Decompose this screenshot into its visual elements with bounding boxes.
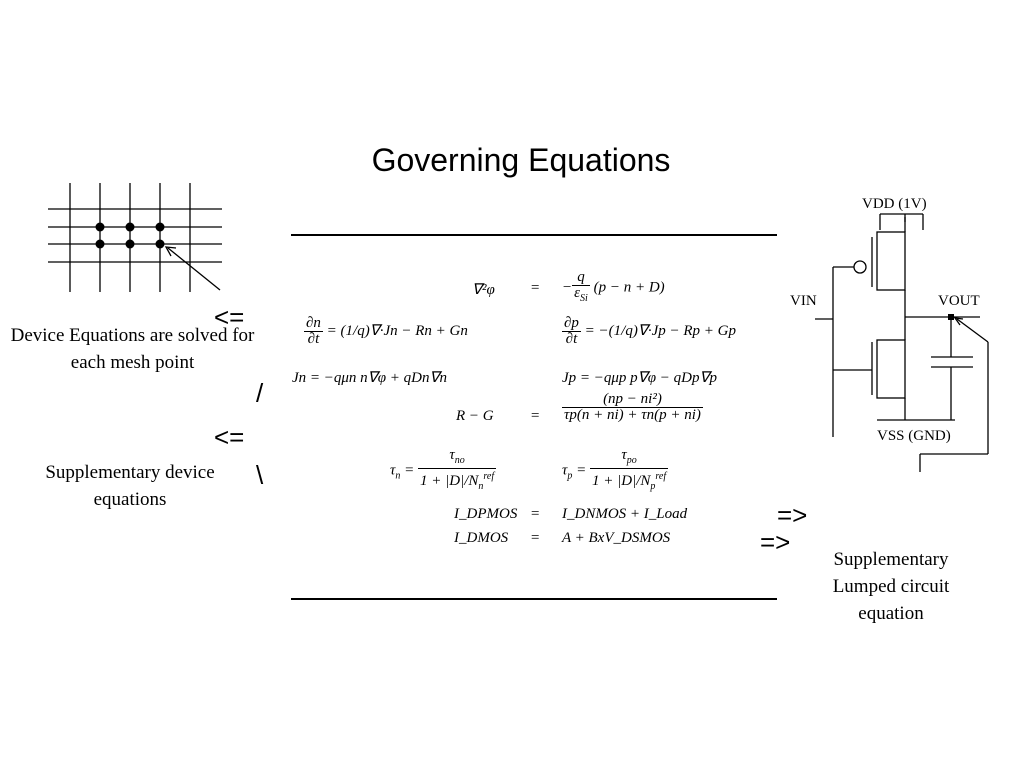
idmos-lhs: I_DMOS bbox=[454, 530, 509, 546]
recombination-eq: = bbox=[530, 408, 541, 424]
right-arrow-2: => bbox=[760, 527, 791, 557]
vout-node-dot bbox=[948, 314, 954, 320]
pmos-gate-bubble bbox=[853, 260, 867, 274]
mesh-point bbox=[95, 222, 105, 232]
poisson-lhs: ∇²φ bbox=[472, 282, 495, 298]
bottom-rule bbox=[291, 598, 777, 600]
cmos-inverter-schematic bbox=[815, 213, 989, 472]
recombination-den: τp(n + ni) + τn(p + ni) bbox=[564, 407, 701, 423]
vin-label: VIN bbox=[790, 293, 817, 309]
continuity-n-rhs: = (1/q)∇·Jn − Rn + Gn bbox=[326, 322, 468, 339]
vss-label: VSS (GND) bbox=[877, 428, 951, 444]
mesh-point bbox=[125, 239, 135, 249]
idmos-eq: = bbox=[530, 530, 541, 546]
nmos-transistor bbox=[876, 339, 906, 399]
left-arrow-2: <= bbox=[214, 422, 245, 452]
pointer-line bbox=[167, 247, 221, 291]
recombination-num: (np − ni²) bbox=[562, 392, 703, 408]
slash-connector: / bbox=[256, 378, 264, 408]
supplementary-device-caption: Supplementary device equations bbox=[45, 462, 215, 510]
current-density-p: Jp = −qμp p∇φ − qDp∇p bbox=[562, 370, 718, 386]
continuity-p: ∂p∂t = −(1/q)∇·Jp − Rp + Gp bbox=[562, 315, 737, 347]
idpmos-eq: = bbox=[530, 506, 541, 522]
mesh-point bbox=[125, 222, 135, 232]
left-arrow-1: <= bbox=[214, 302, 245, 332]
mesh-point bbox=[95, 239, 105, 249]
mesh-grid-diagram bbox=[48, 183, 222, 292]
mesh-point bbox=[155, 239, 165, 249]
device-equations-caption: Device Equations are solved for each mes… bbox=[10, 325, 255, 373]
pmos-transistor bbox=[876, 231, 906, 291]
mesh-point bbox=[155, 222, 165, 232]
idpmos-rhs: I_DNMOS + I_Load bbox=[562, 506, 688, 522]
poisson-eq: = bbox=[530, 280, 541, 296]
continuity-p-rhs: = −(1/q)∇·Jp − Rp + Gp bbox=[584, 322, 737, 339]
lumped-circuit-caption: Supplementary Lumped circuit equation bbox=[832, 549, 950, 624]
current-density-n: Jn = −qμn n∇φ + qDn∇n bbox=[292, 370, 448, 386]
recombination-rhs: (np − ni²)τp(n + ni) + τn(p + ni) bbox=[562, 392, 703, 423]
vdd-label: VDD (1V) bbox=[862, 196, 927, 212]
idpmos-lhs: I_DPMOS bbox=[454, 506, 518, 522]
poisson-rhs-term: (p − n + D) bbox=[593, 279, 665, 296]
right-arrow-1: => bbox=[777, 500, 808, 530]
continuity-n: ∂n∂t = (1/q)∇·Jn − Rn + Gn bbox=[304, 315, 468, 347]
idmos-rhs: A + BxV_DSMOS bbox=[562, 530, 671, 546]
backslash-connector: \ bbox=[256, 460, 264, 490]
pointer-arrowhead bbox=[164, 246, 177, 257]
vout-label: VOUT bbox=[938, 293, 980, 309]
recombination-lhs: R − G bbox=[456, 408, 494, 424]
slide-title: Governing Equations bbox=[371, 142, 671, 178]
top-rule bbox=[291, 234, 777, 236]
